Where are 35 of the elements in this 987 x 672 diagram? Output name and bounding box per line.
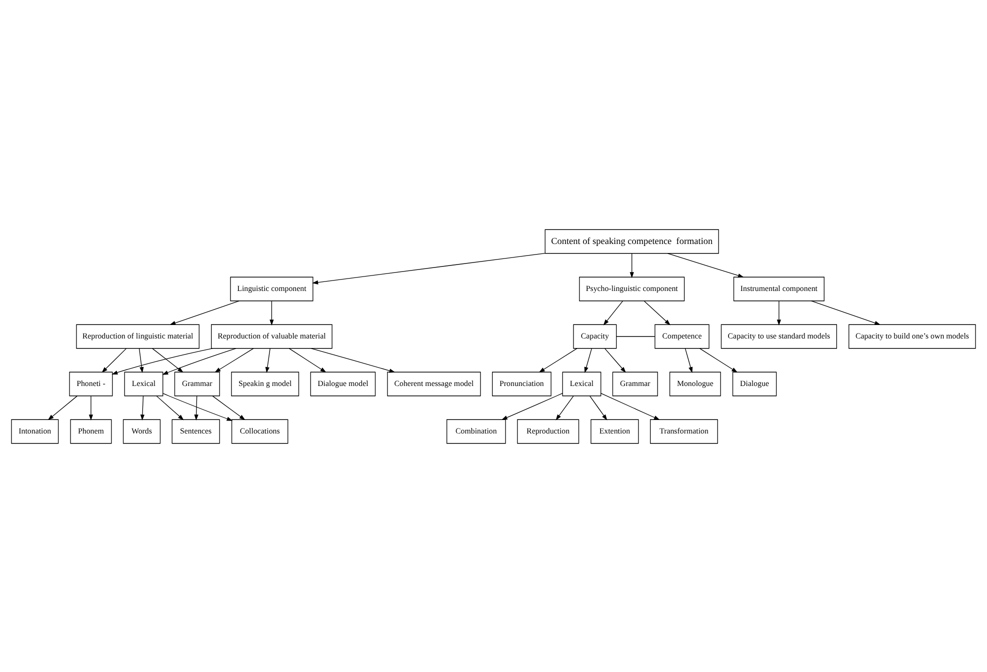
arrow [630,252,634,278]
arrow [312,252,546,284]
arrow [310,348,396,372]
arrow [214,348,254,372]
arrow [162,348,236,374]
arrow [265,348,270,373]
arrow [501,392,563,420]
arrow [88,395,94,420]
arrow [590,395,608,420]
arrow [212,395,246,420]
arrow [538,348,578,372]
arrow [162,392,233,420]
arrow [194,395,198,420]
arrow [556,395,574,420]
arrow [102,348,127,372]
arrow [138,348,144,373]
arrow [667,252,744,278]
arrow [600,392,660,420]
arrow [603,300,624,325]
arrow [156,395,184,420]
arrow [152,348,184,372]
arrow [644,300,670,325]
arrow [584,348,592,373]
arrow [170,300,240,324]
node-box: Content of speaking competence formation [544,228,719,254]
arrow [140,395,145,420]
arrow [48,395,78,420]
arrow [288,348,326,372]
arrow [811,300,881,324]
arrow [604,348,626,372]
arrow [699,348,738,372]
arrow [270,300,274,326]
arrow [776,300,782,326]
arrow [112,348,213,374]
arrow [684,348,693,373]
